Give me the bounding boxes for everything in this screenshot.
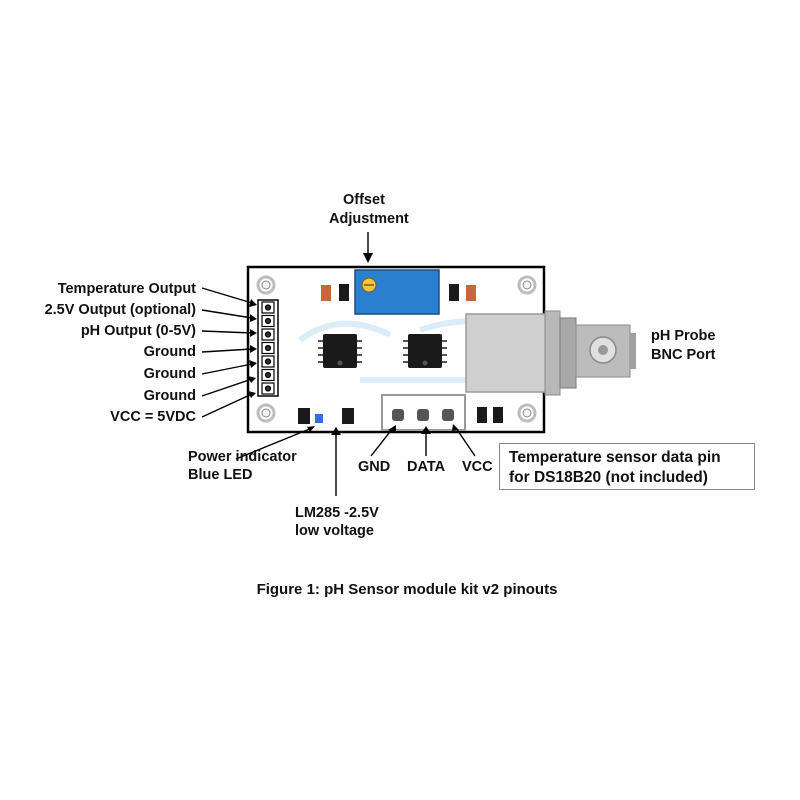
capacitor-top-right: [449, 284, 459, 301]
pin-label-2v5-output: 2.5V Output (optional): [44, 302, 196, 318]
arrowheads: [248, 253, 459, 435]
callout-arrows: [201, 232, 476, 496]
capacitor-bottom-right-2: [493, 407, 503, 423]
blue-led: [315, 414, 323, 423]
sensor-note-box: [499, 443, 755, 490]
lm285-label-line1: LM285 -2.5V: [295, 505, 379, 521]
temperature-sensor-connector: [381, 394, 466, 431]
sensor-pin-gnd: GND: [358, 459, 391, 475]
offset-potentiometer: [354, 269, 440, 315]
capacitor-top-left: [339, 284, 349, 301]
pin-label-ground-1: Ground: [143, 344, 196, 360]
pin-label-ground-3: Ground: [143, 388, 196, 404]
header-pin-hole: [264, 317, 272, 325]
power-led-label-line2: Blue LED: [188, 467, 253, 483]
lm285-label-line2: low voltage: [295, 523, 374, 539]
header-pin-hole: [264, 304, 272, 311]
sensor-note-line2: for DS18B20 (not included): [509, 469, 708, 486]
offset-label-line1: Offset: [343, 192, 385, 208]
header-pins: [261, 301, 275, 395]
resistor-top-left: [321, 285, 331, 301]
pin-label-vcc: VCC = 5VDC: [110, 409, 196, 425]
pin-label-temperature-output: Temperature Output: [57, 281, 196, 297]
sensor-pin-data: DATA: [407, 459, 446, 475]
op-amp-chip-left: [318, 334, 362, 368]
op-amp-chip-right: [403, 334, 447, 368]
capacitor-bottom-left: [298, 408, 310, 424]
header-pin-hole: [264, 358, 272, 365]
probe-label-line1: pH Probe: [651, 328, 716, 344]
bnc-port: [465, 310, 636, 396]
resistor-top-right: [466, 285, 476, 301]
header-pin-hole: [264, 344, 272, 352]
lm285-component: [342, 408, 354, 424]
figure-caption: Figure 1: pH Sensor module kit v2 pinout…: [256, 581, 558, 598]
probe-label-line2: BNC Port: [651, 347, 716, 363]
offset-label-line2: Adjustment: [329, 211, 409, 227]
power-led-label-line1: Power indicator: [188, 449, 297, 465]
pin-label-ph-output: pH Output (0-5V): [80, 323, 196, 339]
capacitor-bottom-right-1: [477, 407, 487, 423]
header-pin-hole: [264, 385, 272, 392]
header-pin-hole: [264, 371, 272, 379]
pin-label-ground-2: Ground: [143, 366, 196, 382]
sensor-note-line1: Temperature sensor data pin: [509, 449, 721, 466]
header-pin-hole: [264, 331, 272, 338]
sensor-pin-vcc: VCC: [462, 459, 493, 475]
